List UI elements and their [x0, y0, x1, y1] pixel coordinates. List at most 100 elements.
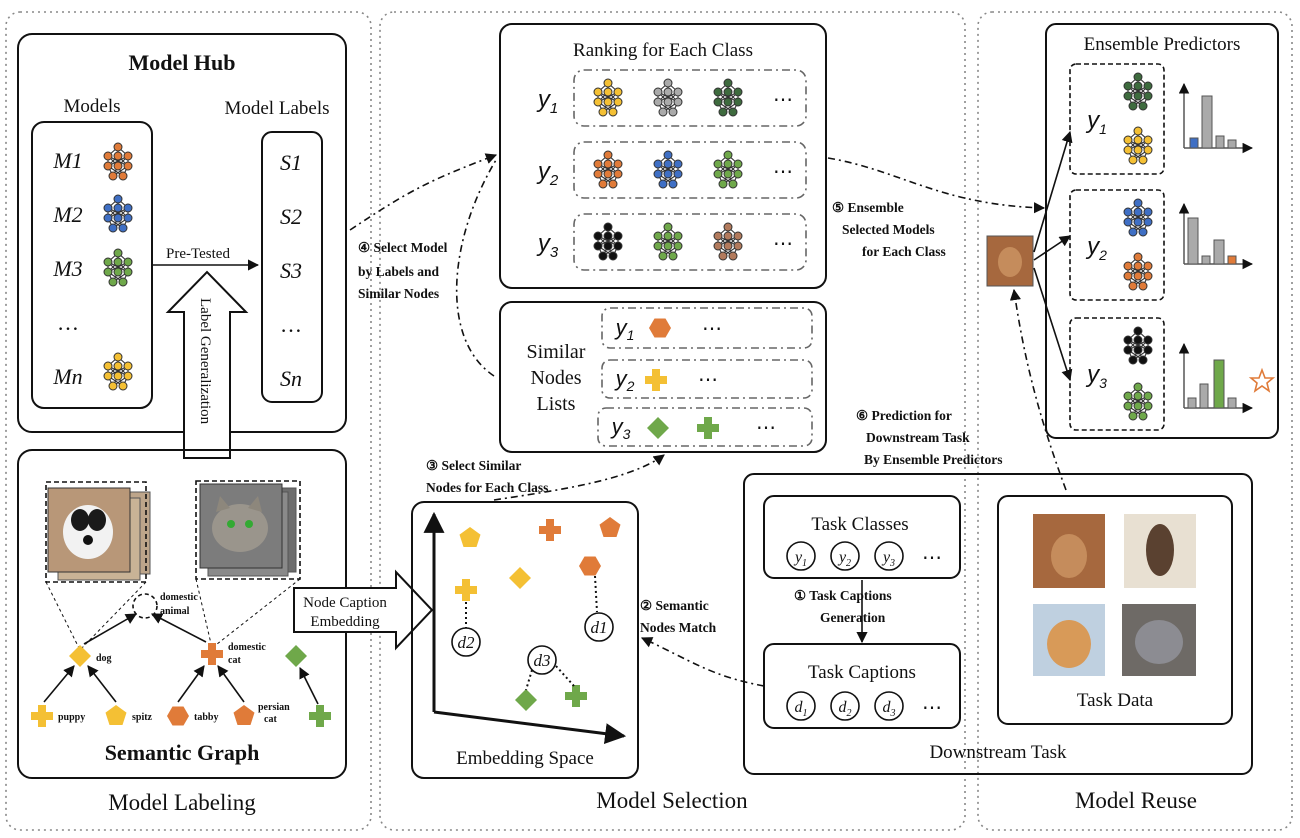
- svg-text:⋯: ⋯: [922, 697, 942, 719]
- embed-node: [539, 519, 561, 541]
- model-hub-title: Model Hub: [129, 50, 236, 75]
- step5-label-3: for Each Class: [862, 244, 946, 259]
- svg-text:y2: y2: [1085, 233, 1107, 263]
- svg-text:⋯: ⋯: [756, 417, 776, 439]
- ensemble-title: Ensemble Predictors: [1084, 34, 1241, 55]
- similar-text-1: Similar: [527, 341, 586, 363]
- model-network-icon: [103, 248, 133, 287]
- svg-text:⋯: ⋯: [922, 547, 942, 569]
- panel-title-reuse: Model Reuse: [1075, 788, 1197, 813]
- model-mn: Mn: [52, 364, 82, 389]
- flow-arrow-step4: [349, 153, 498, 231]
- panel-title-selection: Model Selection: [596, 788, 748, 813]
- embed-node: [579, 556, 601, 576]
- svg-text:y3: y3: [881, 549, 895, 569]
- svg-text:⋯: ⋯: [698, 369, 718, 391]
- model-m2: M2: [52, 202, 82, 227]
- spitz-node: [105, 705, 127, 725]
- embedding-x-axis: [433, 710, 627, 745]
- flow-arrow-step6: [1009, 288, 1067, 491]
- dog-node: [69, 645, 91, 667]
- caption-node-d2: [451, 627, 481, 657]
- node-label-domestic-cat-1: domestic: [228, 642, 266, 653]
- ranking-class-y3: y3: [536, 230, 559, 261]
- node-label-spitz: spitz: [132, 712, 153, 723]
- step4-label-3: Similar Nodes: [358, 286, 439, 301]
- dog-image-frame: [45, 481, 147, 583]
- ranking-class-y2: y2: [536, 158, 559, 189]
- ensemble-model-icon: [1123, 252, 1153, 291]
- svg-text:⋯: ⋯: [773, 89, 793, 111]
- similar-text-3: Lists: [537, 393, 576, 415]
- node-label-animal: animal: [160, 606, 190, 617]
- step5-label-1: ⑤ Ensemble: [832, 200, 904, 215]
- step2-label-1: ② Semantic: [640, 598, 709, 613]
- ranked-model-icon: [653, 78, 683, 117]
- star-icon: [1248, 367, 1276, 393]
- similar-row-y1: [601, 307, 813, 349]
- node-caption-embedding-arrow: [293, 569, 434, 651]
- model-network-icon: [103, 352, 133, 391]
- similar-text-2: Nodes: [530, 367, 581, 389]
- puppy-node: [31, 705, 53, 727]
- ensemble-predictor-y2: [1069, 189, 1165, 301]
- ranked-model-icon: [713, 222, 743, 261]
- model-m3: M3: [52, 256, 82, 281]
- task-classes-box: [763, 495, 961, 579]
- label-s3: S3: [280, 258, 302, 283]
- ranking-row-y3: [573, 213, 807, 271]
- svg-text:⋯: ⋯: [773, 161, 793, 183]
- task-class-circles: y1 y2 y3: [786, 541, 904, 571]
- panel-model-labeling: [5, 11, 372, 831]
- svg-text:y3: y3: [610, 414, 631, 442]
- similar-node: [697, 417, 719, 439]
- model-m1: M1: [52, 148, 82, 173]
- svg-text:y3: y3: [1085, 361, 1107, 391]
- panel-model-selection: [379, 11, 966, 831]
- panel-title-labeling: Model Labeling: [108, 790, 256, 815]
- dog-image-stack: [47, 487, 151, 581]
- svg-text:d2: d2: [839, 699, 852, 719]
- embed-node: [509, 567, 531, 589]
- models-header: Models: [64, 96, 121, 117]
- ranked-model-icon: [593, 222, 623, 261]
- svg-text:d2: d2: [458, 633, 476, 652]
- similar-node: [647, 417, 669, 439]
- svg-text:y2: y2: [837, 549, 851, 569]
- ensemble-model-icon: [1123, 198, 1153, 237]
- model-labels-header: Model Labels: [224, 98, 329, 119]
- label-s1: S1: [280, 150, 302, 175]
- ranking-row-y2: [573, 141, 807, 199]
- node-label-puppy: puppy: [58, 712, 85, 723]
- prediction-barchart-y1: [1178, 82, 1254, 154]
- svg-text:y1: y1: [793, 549, 807, 569]
- task-classes-title: Task Classes: [811, 514, 908, 535]
- svg-text:y2: y2: [614, 366, 635, 394]
- label-sn: Sn: [280, 366, 302, 391]
- embedding-space-title: Embedding Space: [456, 748, 594, 769]
- persian-cat-node: [233, 705, 255, 725]
- similar-row-y2: [601, 359, 813, 399]
- label-generalization-text: Label Generalization: [197, 298, 213, 425]
- ensemble-predictors-box: [1045, 23, 1279, 439]
- svg-text:⋯: ⋯: [702, 318, 722, 340]
- ensemble-model-icon: [1123, 326, 1153, 365]
- caption-node-d1: [584, 612, 614, 642]
- task-caption-circles: d1 d2 d3: [786, 691, 904, 721]
- prediction-barchart-y3: [1178, 342, 1254, 414]
- models-list-box: [31, 121, 153, 409]
- cat-image-stack: [199, 483, 297, 577]
- svg-text:d3: d3: [883, 699, 896, 719]
- svg-text:d1: d1: [795, 699, 808, 719]
- flow-arrow-similar-to-rank: [455, 159, 497, 377]
- ranked-model-icon: [713, 78, 743, 117]
- ranking-class-y1: y1: [536, 86, 558, 117]
- task-data-title: Task Data: [1077, 690, 1154, 711]
- node-label-domestic: domestic: [160, 592, 198, 603]
- downstream-title: Downstream Task: [929, 742, 1067, 763]
- task-captions-box: [763, 643, 961, 729]
- embed-node: [459, 527, 481, 547]
- node-caption-text-2: Embedding: [310, 614, 380, 630]
- svg-text:y1: y1: [1085, 107, 1107, 137]
- ensemble-model-icon: [1123, 72, 1153, 111]
